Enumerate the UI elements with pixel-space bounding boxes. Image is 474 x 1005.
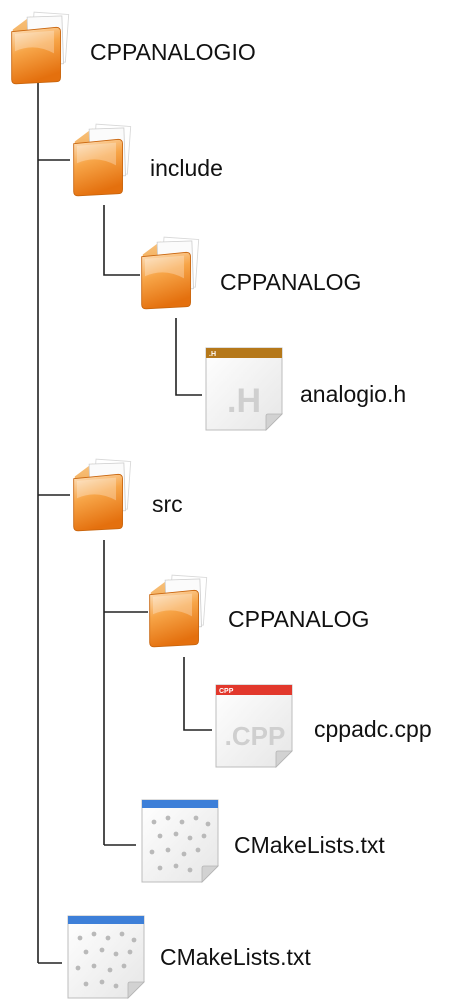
folder-icon (73, 458, 132, 532)
src-package-folder-label: CPPANALOG (228, 606, 369, 632)
connector-lines (37, 82, 212, 964)
src-cmake-file-node[interactable]: CMakeLists.txt (141, 799, 385, 883)
include-package-folder-node[interactable]: CPPANALOG (141, 236, 362, 310)
src-cmake-file-label: CMakeLists.txt (234, 832, 385, 858)
root-cmake-file-node[interactable]: CMakeLists.txt (67, 915, 311, 999)
folder-icon (73, 123, 132, 197)
cpp-file-icon: CPP .CPP (215, 684, 293, 768)
src-folder-node[interactable]: src (73, 458, 183, 532)
h-file-icon: .H .H (205, 347, 283, 431)
folder-icon (141, 236, 200, 310)
cpp-file-label: cppadc.cpp (314, 716, 432, 742)
h-file-badge: .H (227, 382, 261, 420)
cpp-file-badge: .CPP (225, 721, 286, 751)
root-folder-node[interactable]: CPPANALOGIO (11, 11, 256, 85)
folder-icon (11, 11, 70, 85)
include-package-folder-label: CPPANALOG (220, 269, 361, 295)
root-cmake-file-label: CMakeLists.txt (160, 944, 311, 970)
header-file-node[interactable]: .H .H analogio.h (205, 347, 406, 431)
root-folder-label: CPPANALOGIO (90, 39, 256, 65)
src-folder-label: src (152, 491, 183, 517)
connector-include-pkg-branch (175, 318, 202, 396)
text-file-icon (67, 915, 145, 999)
h-file-tag: .H (209, 351, 216, 358)
src-package-folder-node[interactable]: CPPANALOG (149, 574, 370, 648)
include-folder-label: include (150, 155, 223, 181)
connector-src-pkg-branch (183, 657, 212, 731)
connector-include-branch (103, 205, 140, 276)
include-folder-node[interactable]: include (73, 123, 223, 197)
folder-icon (149, 574, 208, 648)
cpp-file-node[interactable]: CPP .CPP cppadc.cpp (215, 684, 432, 768)
header-file-label: analogio.h (300, 381, 406, 407)
text-file-icon (141, 799, 219, 883)
cpp-file-tag: CPP (219, 688, 234, 695)
